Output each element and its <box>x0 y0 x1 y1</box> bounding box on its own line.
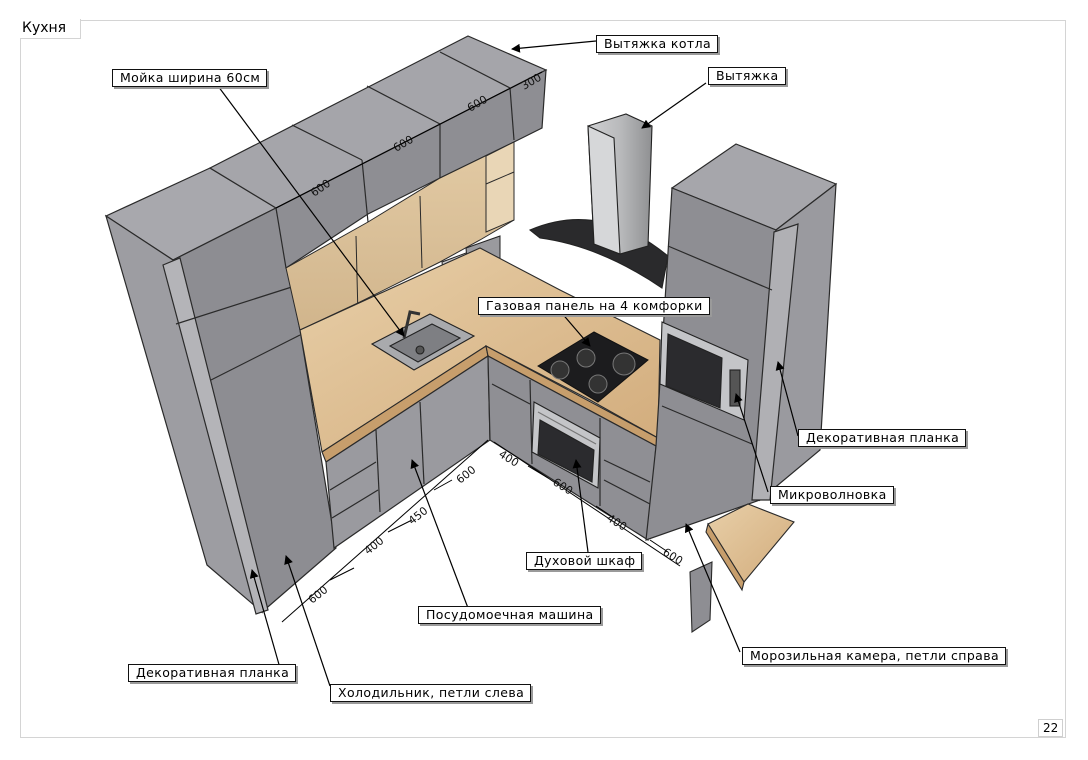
label-gas-hob: Газовая панель на 4 комфорки <box>478 297 710 315</box>
label-boiler-hood: Вытяжка котла <box>596 35 719 53</box>
label-decor-strip-left: Декоративная планка <box>128 664 297 682</box>
dim-floor-8: 600 <box>660 546 685 568</box>
dim-floor-2: 400 <box>362 534 387 557</box>
label-decor-strip-right: Декоративная планка <box>798 429 967 447</box>
label-microwave: Микроволновка <box>770 486 894 504</box>
label-freezer: Морозильная камера, петли справа <box>742 647 1007 665</box>
gas-hob <box>537 331 649 403</box>
label-range-hood: Вытяжка <box>708 67 786 85</box>
page-title: Кухня <box>20 19 82 39</box>
drawing-frame <box>20 20 1066 738</box>
bar-shelf <box>689 503 795 634</box>
upper-cabinets <box>208 35 548 270</box>
leader-lines <box>217 40 799 687</box>
sink <box>370 310 476 371</box>
dimension-lines <box>275 71 681 623</box>
label-dishwasher: Посудомоечная машина <box>418 606 601 624</box>
dim-floor-1: 600 <box>306 583 331 606</box>
page-number: 22 <box>1038 719 1064 737</box>
dim-floor-3: 450 <box>406 504 431 527</box>
label-oven: Духовой шкаф <box>526 552 643 570</box>
back-wall <box>285 141 515 331</box>
range-hood <box>528 113 669 289</box>
label-fridge: Холодильник, петли слева <box>330 684 532 702</box>
microwave <box>659 321 749 421</box>
label-sink: Мойка ширина 60см <box>112 69 268 87</box>
